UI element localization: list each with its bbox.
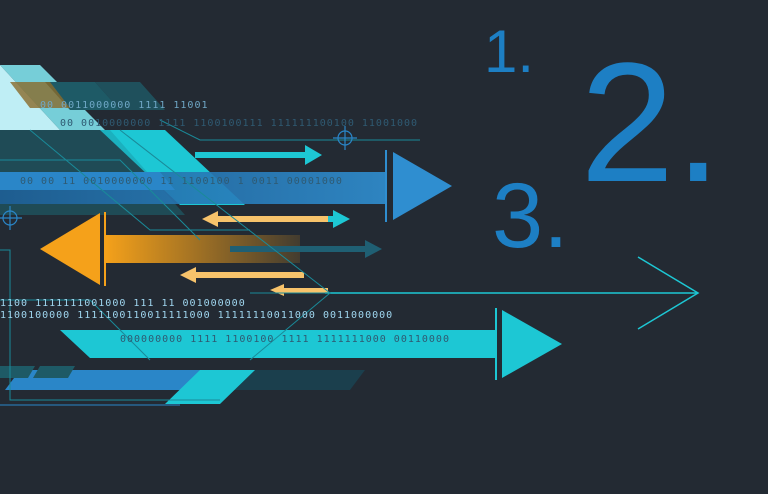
binary-text-row-4: 1100 1111111001000 111 11 001000000	[0, 298, 246, 309]
binary-text-row-2: 00 0010000000 1111 1100100111 1111111001…	[60, 118, 419, 129]
big-cyan-arrow	[60, 308, 562, 380]
teal-slant-2	[95, 82, 165, 110]
blue-arrow	[0, 150, 452, 222]
number-two: 2.	[580, 28, 722, 218]
crosshair-icon-left	[0, 206, 22, 230]
orange-arrows	[40, 211, 382, 296]
crosshair-icon	[333, 126, 357, 150]
binary-text-row-3: 00 00 11 0010000000 11 1100100 1 0011 00…	[20, 176, 343, 187]
orange-arrow-head	[40, 213, 100, 285]
circuit-lines	[0, 119, 420, 406]
number-three: 3.	[492, 165, 569, 267]
binary-text-row-1: 00 0011000000 1111 11001	[40, 100, 209, 111]
outline-arrow	[325, 256, 700, 330]
binary-text-row-6: 000000000 1111 1100100 1111 1111111000 0…	[120, 334, 450, 345]
amber-slant	[10, 82, 70, 108]
binary-text-row-5: 1100100000 1111100110011111000 111111100…	[0, 310, 394, 321]
bottom-stripes	[0, 366, 365, 404]
number-one: 1.	[484, 18, 535, 85]
